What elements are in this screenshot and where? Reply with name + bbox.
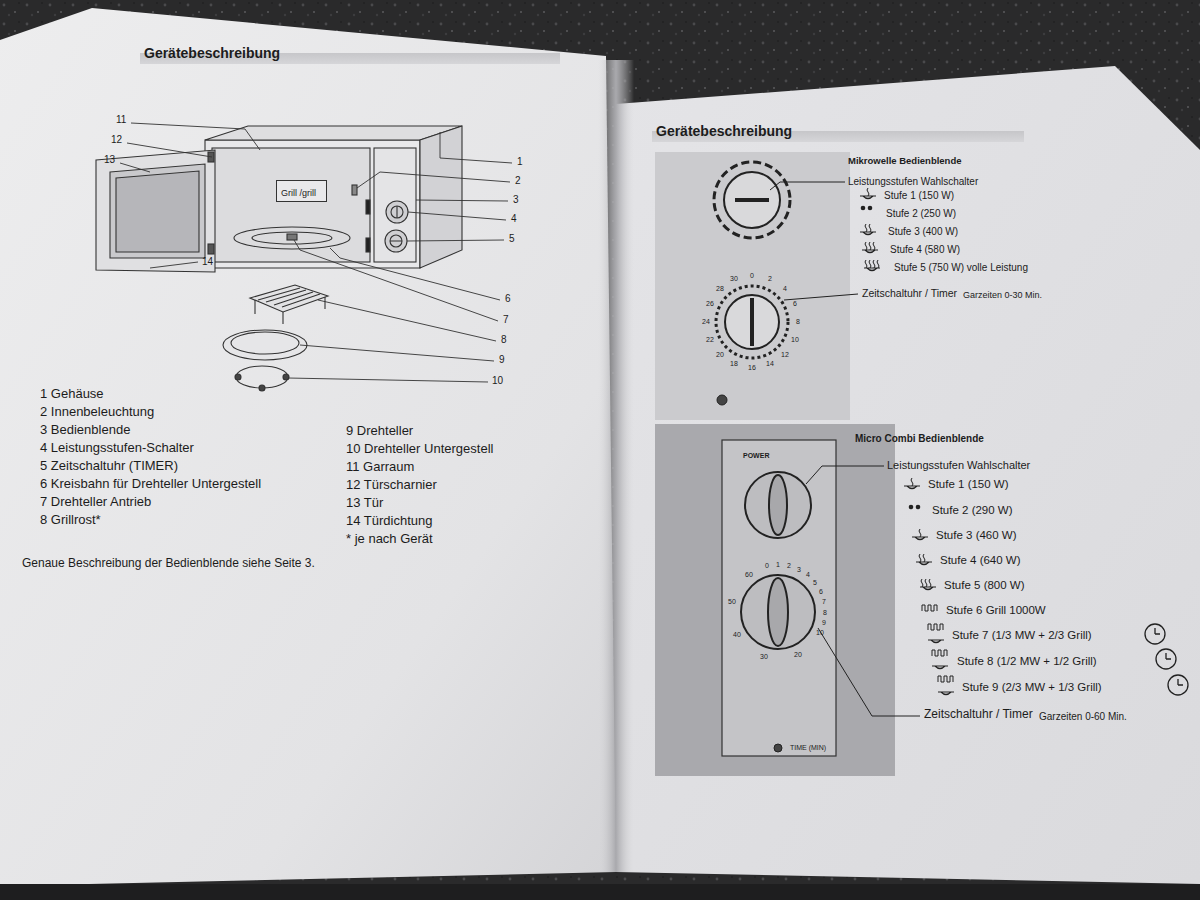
dial-number: 14 — [766, 360, 774, 368]
dial-number: 28 — [716, 285, 724, 293]
timer-label: Zeitschaltuhr / Timer — [862, 287, 957, 299]
dial-number: 8 — [823, 609, 827, 617]
part-list-item: 14 Türdichtung — [346, 514, 433, 529]
callout-number: 3 — [513, 194, 519, 206]
heading-text: Gerätebeschreibung — [656, 123, 792, 139]
part-list-item: 5 Zeitschaltuhr (TIMER) — [40, 459, 178, 474]
callout-number: 9 — [499, 354, 505, 366]
setting-text: Stufe 4 (640 W) — [940, 554, 1021, 567]
callout-number: 5 — [509, 233, 515, 245]
heading-band: Gerätebeschreibung — [652, 122, 1024, 142]
setting-text: Stufe 5 (750 W) volle Leistung — [894, 262, 1028, 274]
callout-number: 13 — [104, 154, 115, 166]
callout-number: 7 — [503, 314, 509, 326]
note-text: Genaue Beschreibung der Bedienblende sie… — [22, 557, 315, 571]
dial-number: 30 — [730, 275, 738, 283]
callout-number: 11 — [116, 114, 126, 126]
setting-text: Stufe 7 (1/3 MW + 2/3 Grill) — [952, 629, 1092, 642]
dial-number: 12 — [781, 351, 789, 359]
plate-text: Grill /grill — [281, 188, 316, 198]
dial-number: 10 — [791, 336, 799, 344]
part-list-item: 13 Tür — [346, 496, 383, 511]
dial-number: 40 — [733, 631, 741, 639]
dial-number: 20 — [716, 351, 724, 359]
part-list-item: 8 Grillrost* — [40, 513, 101, 528]
setting-text: Stufe 4 (580 W) — [890, 244, 960, 256]
dial-number: 18 — [730, 360, 738, 368]
dial-number: 7 — [822, 598, 826, 606]
dial-number: 4 — [806, 571, 810, 579]
panel-text: TIME (MIN) — [790, 744, 826, 752]
setting-text: Stufe 1 (150 W) — [928, 478, 1009, 491]
part-list-item: 12 Türscharnier — [346, 478, 437, 493]
footnote: * je nach Gerät — [346, 532, 433, 547]
timer-label: Zeitschaltuhr / Timer — [924, 708, 1033, 722]
dial-number: 20 — [794, 651, 802, 659]
panel-text: POWER — [743, 452, 769, 460]
dial-number: 3 — [797, 566, 801, 574]
setting-text: Stufe 5 (800 W) — [944, 579, 1025, 592]
dial-number: 30 — [760, 653, 768, 661]
label-plate: Grill /grill — [276, 180, 327, 202]
dial-number: 22 — [706, 336, 714, 344]
part-list-item: 9 Drehteller — [346, 424, 413, 439]
dial-number: 0 — [765, 562, 769, 570]
callout-number: 14 — [202, 256, 213, 268]
callout-number: 8 — [501, 334, 507, 346]
callout-number: 2 — [515, 175, 521, 187]
setting-text: Stufe 8 (1/2 MW + 1/2 Grill) — [957, 655, 1097, 668]
part-list-item: 7 Drehteller Antrieb — [40, 495, 151, 510]
selector-label: Leistungsstufen Wahlschalter — [848, 176, 978, 188]
timer-range: Garzeiten 0-30 Min. — [963, 290, 1042, 300]
part-list-item: 2 Innenbeleuchtung — [40, 405, 154, 420]
part-list-item: 10 Drehteller Untergestell — [346, 442, 493, 457]
dial-number: 60 — [745, 571, 753, 579]
callout-number: 12 — [111, 134, 122, 146]
setting-text: Stufe 2 (290 W) — [932, 504, 1013, 517]
dial-number: 8 — [796, 318, 800, 326]
dial-number: 6 — [793, 300, 797, 308]
panel-title: Mikrowelle Bedienblende — [848, 156, 962, 167]
heading-text: Gerätebeschreibung — [144, 45, 280, 61]
heading-band: Gerätebeschreibung — [140, 44, 560, 64]
panel-title: Micro Combi Bedienblende — [855, 433, 984, 445]
dial-number: 2 — [768, 275, 772, 283]
part-list-item: 11 Garraum — [346, 460, 414, 475]
callout-number: 1 — [517, 156, 523, 168]
part-list-item: 3 Bedienblende — [40, 423, 130, 438]
dial-number: 1 — [776, 561, 780, 569]
callout-number: 6 — [505, 293, 511, 305]
dial-number: 0 — [750, 272, 754, 280]
dial-number: 2 — [787, 562, 791, 570]
part-list-item: 4 Leistungsstufen-Schalter — [40, 441, 194, 456]
selector-label: Leistungsstufen Wahlschalter — [887, 459, 1030, 472]
dial-number: 4 — [783, 285, 787, 293]
part-list-item: 6 Kreisbahn für Drehteller Untergestell — [40, 477, 261, 492]
part-list-item: 1 Gehäuse — [40, 387, 104, 402]
dial-number: 10 — [816, 629, 824, 637]
dial-number: 9 — [822, 619, 826, 627]
dial-number: 24 — [702, 318, 710, 326]
callout-number: 10 — [492, 375, 503, 387]
dial-number: 26 — [706, 300, 714, 308]
dial-number: 16 — [748, 364, 756, 372]
dial-number: 5 — [813, 579, 817, 587]
timer-range: Garzeiten 0-60 Min. — [1039, 711, 1127, 723]
setting-text: Stufe 2 (250 W) — [886, 208, 956, 220]
setting-text: Stufe 6 Grill 1000W — [946, 604, 1046, 617]
setting-text: Stufe 3 (460 W) — [936, 529, 1017, 542]
setting-text: Stufe 3 (400 W) — [888, 226, 958, 238]
dial-number: 50 — [728, 598, 736, 606]
setting-text: Stufe 1 (150 W) — [884, 190, 954, 202]
setting-text: Stufe 9 (2/3 MW + 1/3 Grill) — [962, 681, 1102, 694]
dial-number: 6 — [819, 588, 823, 596]
callout-number: 4 — [511, 213, 517, 225]
